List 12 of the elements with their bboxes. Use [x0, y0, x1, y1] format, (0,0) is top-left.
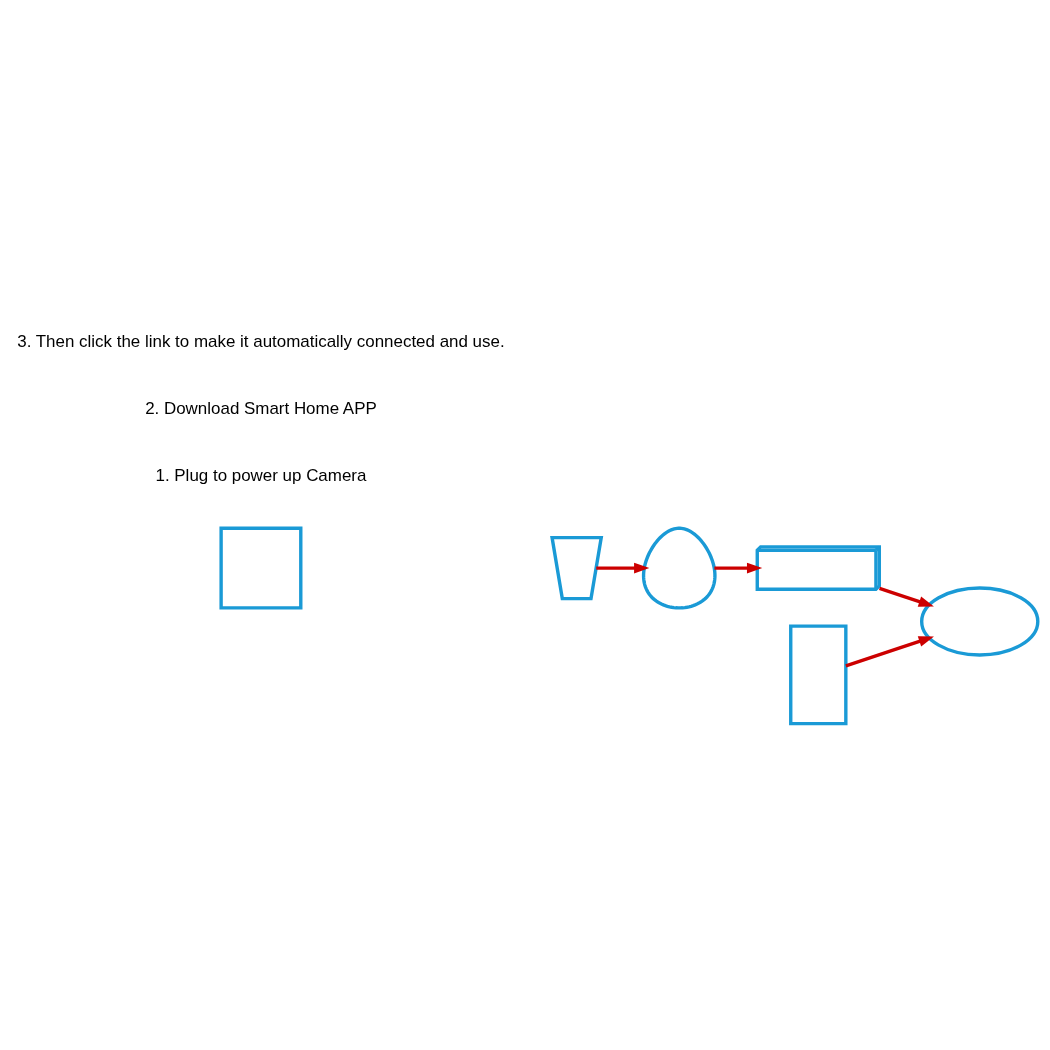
node-cloud: [920, 585, 1040, 657]
label: 2. Download Smart Home APP: [145, 398, 377, 418]
arrow: [596, 562, 650, 573]
node-camera: [641, 526, 717, 610]
node-plug: [550, 535, 604, 600]
label: 1. Plug to power up Camera: [155, 465, 367, 485]
arrow: [879, 586, 934, 607]
node-phone: [789, 623, 848, 725]
node-box: [219, 526, 303, 610]
arrow: [845, 635, 934, 668]
arrow: [714, 562, 763, 573]
label: 3. Then click the link to make it automatically connected and use.: [17, 331, 505, 351]
